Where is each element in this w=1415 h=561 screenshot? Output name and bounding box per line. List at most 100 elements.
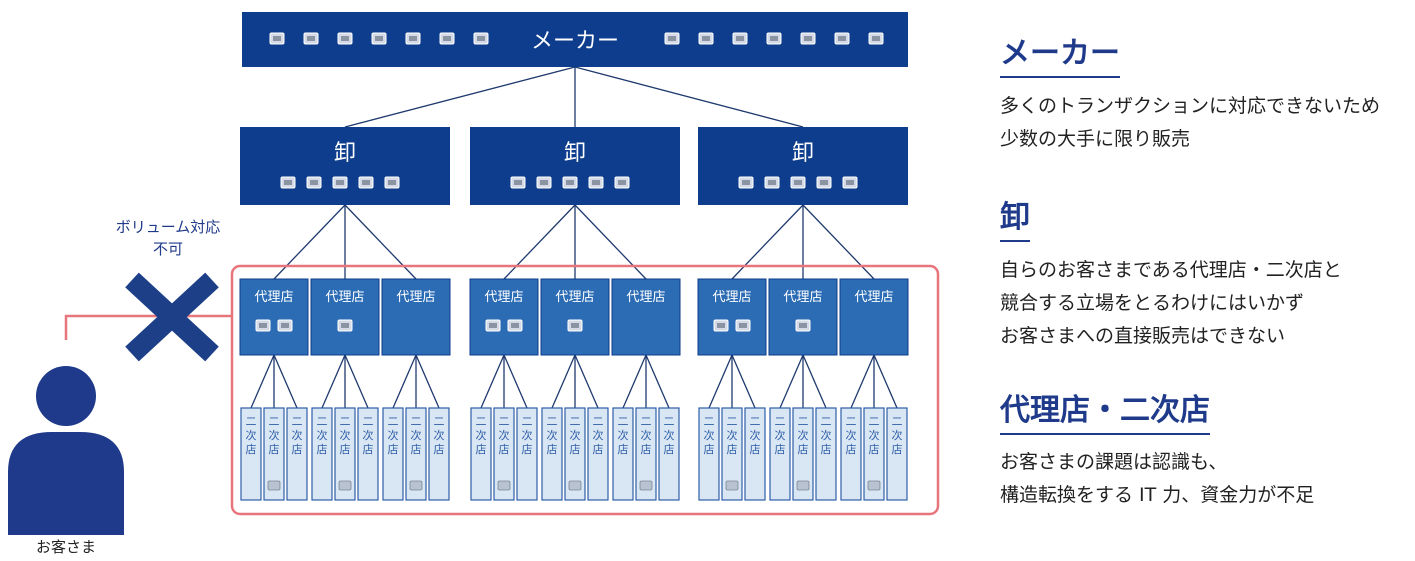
agent-box: 代理店 [611,278,681,356]
package-icon [267,480,281,491]
package-icon [405,32,421,45]
secondary-store-label: 次 [363,428,374,442]
wholesaler-label: 卸 [792,141,814,166]
package-icon [371,32,387,45]
wholesaler-desc-line: お客さまへの直接販売はできない [1000,325,1286,347]
secondary-store-label: 二 [269,415,280,428]
connector-line [250,354,275,409]
secondary-store-label: 次 [317,428,328,442]
package-icon [698,32,714,45]
connector-line [480,354,505,409]
connector-lines [250,66,898,409]
secondary-store-box: 二次店 [405,407,427,501]
secondary-store-box: 二次店 [564,407,586,501]
agent-group-frame [230,264,940,516]
secondary-store-box: 二次店 [428,407,450,501]
secondary-store-box: 二次店 [612,407,634,501]
secondary-store-box: 二次店 [541,407,563,501]
maker-section-title: メーカー [1000,28,1120,78]
connector-line [344,204,417,280]
secondary-store-box: 二次店 [840,407,862,501]
wholesaler-desc-line: 競合する立場をとるわけにはいかず [1000,292,1305,314]
secondary-store-label: 二 [411,415,422,428]
package-icon [842,176,858,189]
connector-line [503,204,576,280]
secondary-store-label: 次 [499,428,510,442]
agent-label: 代理店 [484,290,523,305]
secondary-store-label: 二 [641,415,652,428]
secondary-store-label: 店 [388,442,399,456]
secondary-store-label: 次 [641,428,652,442]
secondary-store-box: 二次店 [334,407,356,501]
agent-label: 代理店 [254,290,293,305]
package-icon [567,319,583,332]
maker-label: メーカー [531,29,619,54]
package-icon [510,176,526,189]
connector-line [503,354,528,409]
secondary-store-label: 二 [750,415,761,428]
secondary-store-label: 二 [798,415,809,428]
package-icon [536,176,552,189]
secondary-store-box: 二次店 [886,407,908,501]
secondary-store-label: 二 [618,415,629,428]
secondary-store-label: 二 [547,415,558,428]
agent-label: 代理店 [626,290,665,305]
secondary-store-box: 二次店 [744,407,766,501]
customer-label: お客さま [36,538,96,556]
secondary-store-label: 二 [292,415,303,428]
connector-line [873,354,898,409]
package-icon [738,176,754,189]
secondary-store-label: 店 [641,442,652,456]
connector-line [622,354,647,409]
secondary-store-label: 二 [775,415,786,428]
secondary-store-label: 次 [775,428,786,442]
secondary-store-label: 二 [821,415,832,428]
secondary-store-label: 店 [570,442,581,456]
secondary-store-label: 二 [317,415,328,428]
secondary-store-label: 店 [664,442,675,456]
maker-desc-line: 少数の大手に限り販売 [1000,128,1191,150]
volume-note-line2: 不可 [153,240,183,258]
agent-box: 代理店 [469,278,539,356]
secondary-store-box: 二次店 [382,407,404,501]
secondary-store-label: 二 [704,415,715,428]
agent-label: 代理店 [783,290,822,305]
package-icon [796,480,810,491]
secondary-store-label: 二 [869,415,880,428]
secondary-store-label: 次 [340,428,351,442]
package-icon [562,176,578,189]
secondary-store-label: 店 [869,442,880,456]
secondary-store-label: 店 [750,442,761,456]
secondary-store-box: 二次店 [658,407,680,501]
agent-section-desc: お客さまの課題は認識も、 構造転換をする IT 力、資金力が不足 [1000,446,1314,512]
secondary-store-label: 次 [704,428,715,442]
connector-line [574,66,804,128]
secondary-store-label: 店 [522,442,533,456]
package-icon [834,32,850,45]
maker-box: メーカー [242,12,908,67]
wholesaler-section-desc: 自らのお客さまである代理店・二次店と 競合する立場をとるわけにはいかず お客さま… [1000,254,1342,353]
secondary-store-box: 二次店 [635,407,657,501]
agent-boxes: 代理店代理店代理店代理店代理店代理店代理店代理店代理店 [239,278,909,356]
secondary-store-box: 二次店 [240,407,262,501]
wholesaler-label: 卸 [334,141,356,166]
connector-line [802,354,827,409]
secondary-store-label: 店 [704,442,715,456]
connector-line [850,354,875,409]
package-icon [337,32,353,45]
package-icon [588,176,604,189]
secondary-store-box: 二次店 [493,407,515,501]
secondary-store-label: 次 [869,428,880,442]
secondary-store-box: 二次店 [470,407,492,501]
package-icon [277,319,293,332]
secondary-store-label: 次 [750,428,761,442]
package-icon [800,32,816,45]
secondary-store-label: 二 [340,415,351,428]
secondary-store-label: 二 [246,415,257,428]
agent-box: 代理店 [768,278,838,356]
package-icon [790,176,806,189]
secondary-store-label: 店 [363,442,374,456]
package-icon [867,480,881,491]
secondary-store-label: 次 [246,428,257,442]
package-icon [725,480,739,491]
